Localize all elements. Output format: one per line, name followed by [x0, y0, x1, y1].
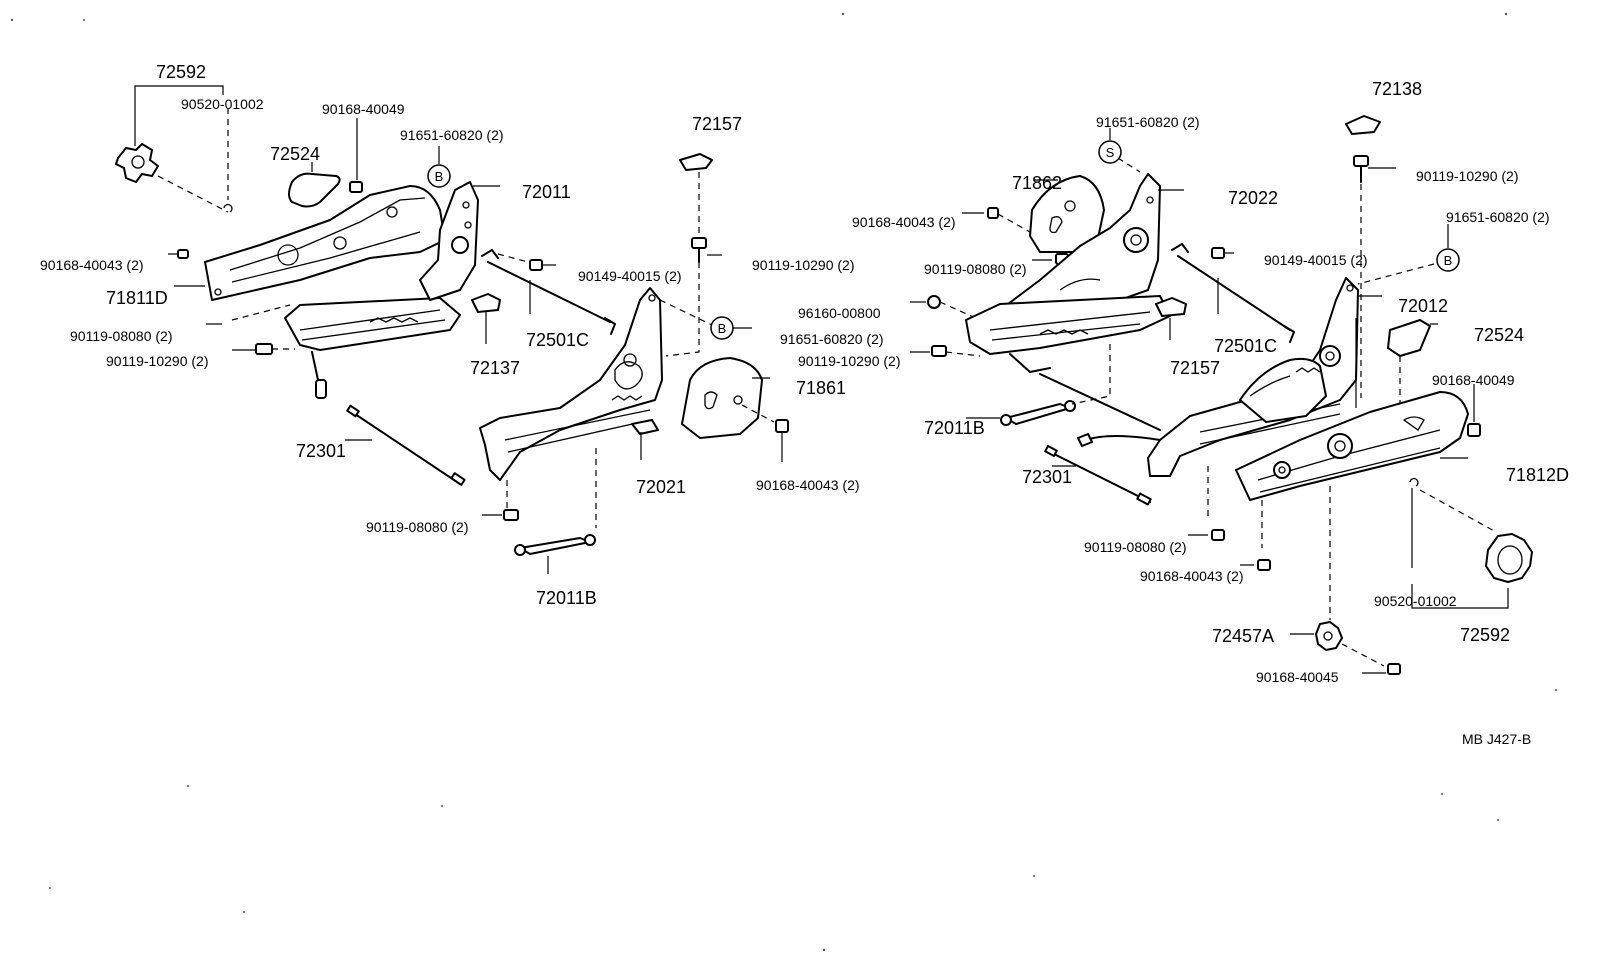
- label-72157-left: 72157: [692, 114, 742, 134]
- label-90149-40015-left: 90149-40015 (2): [578, 268, 682, 284]
- svg-text:S: S: [1106, 145, 1115, 160]
- label-90119-10290-left-mid: 90119-10290 (2): [106, 353, 208, 369]
- label-71811D: 71811D: [106, 288, 168, 308]
- label-91651-60820-right-mid: 91651-60820 (2): [1446, 209, 1550, 225]
- svg-text:B: B: [718, 321, 727, 336]
- label-90119-10290-right-mid: 90119-10290 (2): [798, 353, 900, 369]
- label-72524-right: 72524: [1474, 325, 1524, 345]
- label-71862: 71862: [1012, 173, 1062, 193]
- diagram-code: MB J427-B: [1462, 731, 1531, 747]
- label-72021: 72021: [636, 477, 686, 497]
- label-90168-40043-right-bot: 90168-40043 (2): [1140, 568, 1244, 584]
- label-90119-08080-right-top: 90119-08080 (2): [924, 261, 1026, 277]
- label-90520-01002-left: 90520-01002: [181, 96, 264, 112]
- label-72501C-left: 72501C: [526, 330, 589, 350]
- cable-72301-right-shape: [1044, 445, 1152, 506]
- cover-72524-right-shape: [1387, 319, 1431, 357]
- label-90520-01002-right: 90520-01002: [1374, 593, 1457, 609]
- circle-marker-b-left-top: B: [427, 164, 451, 188]
- slide-frame-left-shape: [284, 297, 461, 399]
- label-72022: 72022: [1228, 188, 1278, 208]
- label-72011B-left: 72011B: [536, 588, 597, 608]
- pad-72157-right-shape: [1155, 297, 1187, 317]
- label-90119-10290-left-top: 90119-10290 (2): [752, 257, 854, 273]
- label-72524-left: 72524: [270, 144, 320, 164]
- label-72011: 72011: [522, 182, 571, 202]
- label-90168-40049-right: 90168-40049: [1432, 372, 1515, 388]
- label-90119-08080-right-bot: 90119-08080 (2): [1084, 539, 1186, 555]
- label-91651-60820-left-mid: 91651-60820 (2): [780, 331, 884, 347]
- bracket-72012-shape: [1147, 277, 1359, 477]
- left-assembly: [115, 85, 789, 574]
- label-90119-08080-left-top: 90119-08080 (2): [70, 328, 172, 344]
- torsion-bar-72501C-left-shape: [481, 249, 616, 335]
- bolt-90119-10290-left-top-shape: [691, 237, 707, 263]
- svg-text:B: B: [435, 169, 444, 184]
- slide-frame-right-shape: [965, 295, 1171, 373]
- label-90168-40043-right-top: 90168-40043 (2): [852, 214, 956, 230]
- cable-72301-left-shape: [346, 404, 466, 486]
- label-72137: 72137: [470, 358, 520, 378]
- side-plate-71811D-shape: [204, 185, 446, 301]
- circle-marker-b-right: B: [1436, 248, 1460, 272]
- label-90119-10290-right-top: 90119-10290 (2): [1416, 168, 1518, 184]
- knob-72592-right-shape: [1485, 533, 1533, 583]
- label-72592-left: 72592: [156, 62, 206, 82]
- part-labels: 72592 90520-01002 90168-40049 72524 9165…: [40, 62, 1569, 747]
- svg-text:B: B: [1444, 253, 1453, 268]
- label-72301-left: 72301: [296, 441, 346, 461]
- label-72592-right: 72592: [1460, 625, 1510, 645]
- label-71812D: 71812D: [1506, 465, 1569, 485]
- cap-72138-shape: [1345, 115, 1381, 135]
- rail-bracket-72021-shape: [479, 287, 663, 481]
- circle-marker-s: S: [1098, 140, 1122, 164]
- label-72157-right: 72157: [1170, 358, 1220, 378]
- bracket-72011-shape: [419, 181, 479, 301]
- label-90168-40045: 90168-40045: [1256, 669, 1339, 685]
- label-90168-40049-left: 90168-40049: [322, 101, 405, 117]
- label-90168-40043-left-bot: 90168-40043 (2): [756, 477, 860, 493]
- label-91651-60820-right-top: 91651-60820 (2): [1096, 114, 1200, 130]
- label-72011B-right: 72011B: [924, 418, 985, 438]
- circle-marker-b-left-mid: B: [710, 316, 734, 340]
- label-71861: 71861: [796, 378, 846, 398]
- right-assembly: [910, 115, 1533, 675]
- knob-72592-left-shape: [115, 143, 159, 183]
- label-72138: 72138: [1372, 79, 1422, 99]
- label-72501C-right: 72501C: [1214, 336, 1277, 356]
- label-72301-right: 72301: [1022, 467, 1072, 487]
- cover-72524-left-shape: [288, 172, 341, 208]
- label-90149-40015-right: 90149-40015 (2): [1264, 252, 1368, 268]
- label-91651-60820-left-top: 91651-60820 (2): [400, 127, 504, 143]
- spring-72011B-right-shape: [1000, 400, 1076, 426]
- side-plate-71812D-shape: [1235, 391, 1469, 501]
- pad-72137-shape: [471, 293, 501, 313]
- label-90119-08080-left-bot: 90119-08080 (2): [366, 519, 468, 535]
- torsion-bar-72501C-right-shape: [1171, 243, 1295, 343]
- knob-72457A-shape: [1315, 621, 1343, 651]
- bolt-90168-40049-left-shape: [349, 118, 363, 193]
- cap-72157-left-shape: [679, 153, 713, 171]
- label-90168-40043-left-top: 90168-40043 (2): [40, 257, 144, 273]
- cover-71862-shape: [1029, 175, 1105, 253]
- spring-72011B-left-shape: [514, 534, 596, 556]
- cover-71861-shape: [681, 357, 763, 439]
- scan-specks: [10, 12, 1557, 952]
- label-72012: 72012: [1398, 296, 1448, 316]
- label-72457A: 72457A: [1212, 626, 1274, 646]
- label-96160-00800: 96160-00800: [798, 305, 881, 321]
